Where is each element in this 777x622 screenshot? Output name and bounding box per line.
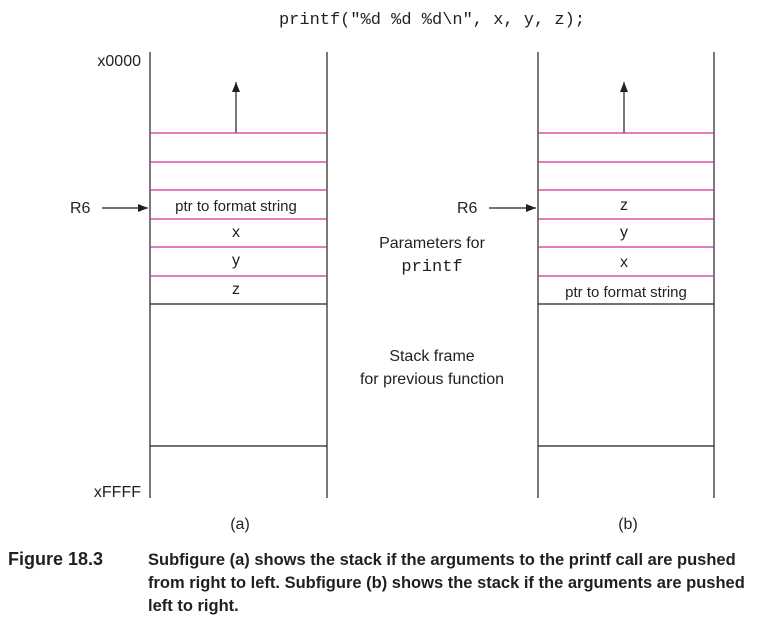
stack-frame-label-line1: Stack frame bbox=[389, 348, 474, 365]
stack-a: ptr to format string x y z R6 (a) bbox=[70, 52, 328, 533]
stack-a-r6-label: R6 bbox=[70, 200, 91, 217]
stack-b-cell: ptr to format string bbox=[565, 284, 687, 301]
stack-b-cell: z bbox=[620, 197, 628, 214]
stack-b: z y x ptr to format string R6 (b) bbox=[457, 52, 715, 533]
stack-a-cell: z bbox=[232, 281, 240, 298]
parameters-label-line2: printf bbox=[401, 258, 462, 277]
stack-a-cell: ptr to format string bbox=[175, 198, 297, 215]
stack-a-cell: y bbox=[232, 252, 240, 269]
stack-b-r6-label: R6 bbox=[457, 200, 478, 217]
figure-number: Figure 18.3 bbox=[8, 549, 104, 569]
stack-a-cell: x bbox=[232, 224, 240, 241]
printf-code-line: printf("%d %d %d\n", x, y, z); bbox=[279, 11, 585, 30]
stack-b-cell: x bbox=[620, 254, 628, 271]
subfigure-a-label: (a) bbox=[230, 516, 250, 533]
parameters-label-line1: Parameters for bbox=[379, 235, 485, 252]
figure-caption: Subfigure (a) shows the stack if the arg… bbox=[148, 551, 745, 615]
subfigure-b-label: (b) bbox=[618, 516, 638, 533]
stack-frame-label-line2: for previous function bbox=[360, 371, 504, 388]
stack-b-cell: y bbox=[620, 224, 628, 241]
address-bottom-label: xFFFF bbox=[94, 484, 141, 501]
address-top-label: x0000 bbox=[97, 53, 141, 70]
